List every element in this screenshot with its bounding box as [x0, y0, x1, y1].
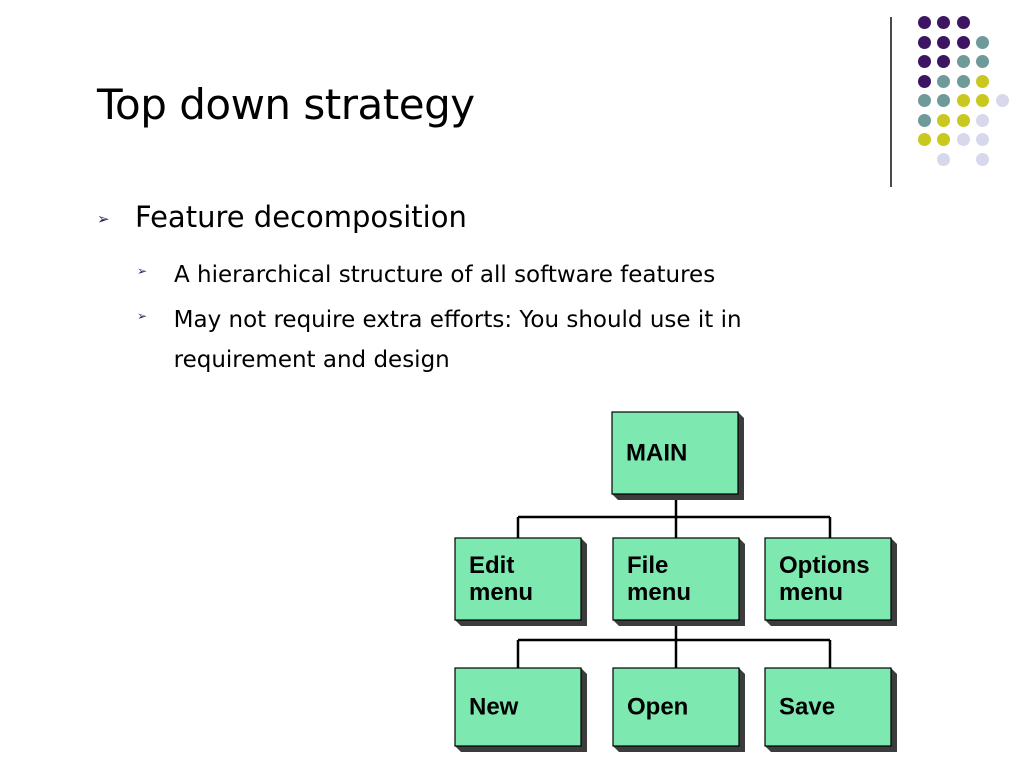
- node-level2-label: New: [469, 694, 519, 721]
- bullet-arrow-icon: ➢: [137, 309, 148, 323]
- decorative-dot: [995, 94, 1009, 107]
- decorative-dot: [917, 133, 931, 146]
- decorative-dot: [917, 35, 931, 49]
- node-level2: [764, 667, 892, 747]
- decorative-dot: [976, 35, 989, 49]
- decorative-dot: [937, 94, 950, 107]
- bullet-text: May not require extra efforts: You shoul…: [173, 307, 742, 373]
- decorative-dot: [976, 152, 989, 166]
- node-level2-label: Save: [779, 694, 835, 721]
- divider-line: [890, 17, 892, 187]
- decorative-dot: [976, 74, 989, 88]
- decorative-dot: [956, 16, 970, 29]
- decorative-dot: [937, 133, 950, 146]
- decorative-dot: [937, 152, 950, 166]
- decorative-dot: [937, 74, 950, 88]
- node-main-label: MAIN: [626, 440, 687, 467]
- bullet-level-2: ➢ A hierarchical structure of all softwa…: [137, 255, 715, 295]
- node-level1-label: File: [627, 552, 668, 579]
- decorative-dot: [937, 35, 950, 49]
- decorative-dot: [917, 74, 931, 88]
- decorative-dot: [956, 74, 970, 88]
- node-level2: [612, 667, 740, 747]
- decorative-dot: [976, 94, 989, 107]
- bullet-text: Feature decomposition: [135, 200, 467, 234]
- decorative-dot: [956, 94, 970, 107]
- decorative-dot: [937, 55, 950, 68]
- decorative-dot: [917, 55, 931, 68]
- decorative-dot: [917, 16, 931, 29]
- node-main: [611, 411, 739, 495]
- node-level2-label: Open: [627, 694, 688, 721]
- node-level1-label: Edit: [469, 552, 514, 579]
- decorative-dot: [937, 16, 950, 29]
- node-level1-label: Options: [779, 552, 870, 579]
- decorative-dot: [956, 133, 970, 146]
- bullet-text: A hierarchical structure of all software…: [174, 262, 716, 288]
- bullet-level-1: ➢ Feature decomposition: [97, 200, 467, 234]
- decorative-dot: [976, 113, 989, 127]
- slide-title: Top down strategy: [97, 80, 475, 129]
- decorative-dot: [917, 94, 931, 107]
- node-level1-label: menu: [469, 579, 533, 606]
- bullet-level-2: ➢ May not require extra efforts: You sho…: [137, 300, 857, 380]
- node-level1: [764, 537, 892, 621]
- node-level1: [612, 537, 740, 621]
- decorative-dot: [956, 113, 970, 127]
- node-level1-label: menu: [627, 579, 691, 606]
- bullet-arrow-icon: ➢: [97, 210, 110, 228]
- decorative-dot: [917, 113, 931, 127]
- node-level1: [454, 537, 582, 621]
- decorative-dot: [976, 133, 989, 146]
- node-level1-label: menu: [779, 579, 843, 606]
- decorative-dot: [976, 55, 989, 68]
- decorative-dot: [937, 113, 950, 127]
- decorative-dot: [956, 55, 970, 68]
- bullet-arrow-icon: ➢: [137, 264, 148, 278]
- node-level2: [454, 667, 582, 747]
- decorative-dot: [956, 35, 970, 49]
